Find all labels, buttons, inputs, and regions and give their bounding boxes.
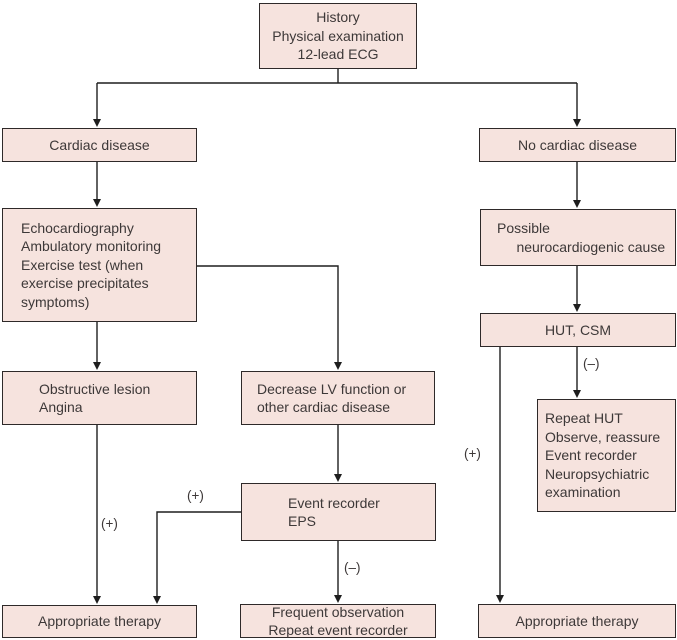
node-frequent-observation: Frequent observation Repeat event record… [240, 604, 436, 638]
arrowhead [93, 362, 101, 370]
node-history: History Physical examination 12-lead ECG [259, 3, 417, 69]
arrowhead [334, 595, 342, 603]
node-history-label: History Physical examination 12-lead ECG [272, 9, 404, 63]
flow-line-workup-to-decrease-lv [197, 265, 339, 362]
node-appropriate-therapy-right-label: Appropriate therapy [515, 612, 639, 629]
node-cardiac-workup: Echocardiography Ambulatory monitoring E… [2, 208, 197, 322]
arrowhead [93, 199, 101, 207]
node-hut-csm-label: HUT, CSM [544, 321, 612, 338]
node-hut-csm: HUT, CSM [480, 313, 676, 347]
arrowhead [573, 119, 581, 127]
arrowhead [573, 390, 581, 398]
flow-line-event-to-therapy [156, 511, 241, 596]
node-cardiac-disease: Cardiac disease [2, 128, 197, 162]
node-event-recorder-eps-label: Event recorder EPS [288, 494, 380, 530]
edge-label-obstructive-positive: (+) [101, 516, 118, 531]
arrowhead [334, 362, 342, 370]
edge-label-hut-positive: (+) [464, 446, 481, 461]
node-frequent-observation-label: Frequent observation Repeat event record… [268, 603, 408, 639]
node-decrease-lv: Decrease LV function or other cardiac di… [241, 371, 435, 425]
edge-label-event-recorder-negative: (–) [344, 560, 361, 575]
node-obstructive-lesion-label: Obstructive lesion Angina [39, 380, 151, 416]
arrowhead [573, 304, 581, 312]
node-cardiac-disease-label: Cardiac disease [49, 136, 150, 153]
node-appropriate-therapy-left-label: Appropriate therapy [38, 613, 161, 630]
node-no-cardiac-disease-label: No cardiac disease [517, 136, 638, 153]
arrowhead [334, 474, 342, 482]
arrowhead [573, 200, 581, 208]
arrowhead [93, 596, 101, 604]
node-event-recorder-eps: Event recorder EPS [241, 483, 436, 541]
arrowhead [93, 119, 101, 127]
arrowhead [153, 596, 161, 604]
node-possible-neurocardiogenic-label: Possible neurocardiogenic cause [497, 220, 666, 255]
node-obstructive-lesion: Obstructive lesion Angina [2, 371, 197, 425]
node-appropriate-therapy-left: Appropriate therapy [2, 605, 197, 638]
node-repeat-hut: Repeat HUT Observe, reassure Event recor… [537, 399, 676, 512]
node-cardiac-workup-label: Echocardiography Ambulatory monitoring E… [21, 219, 162, 310]
edge-label-event-recorder-positive: (+) [187, 488, 204, 503]
arrowhead [496, 595, 504, 603]
node-repeat-hut-label: Repeat HUT Observe, reassure Event recor… [545, 410, 661, 501]
node-decrease-lv-label: Decrease LV function or other cardiac di… [257, 380, 407, 416]
node-appropriate-therapy-right: Appropriate therapy [478, 604, 676, 638]
node-possible-neurocardiogenic: Possible neurocardiogenic cause [480, 209, 676, 266]
edge-label-hut-negative: (–) [583, 356, 600, 371]
node-no-cardiac-disease: No cardiac disease [479, 128, 676, 162]
